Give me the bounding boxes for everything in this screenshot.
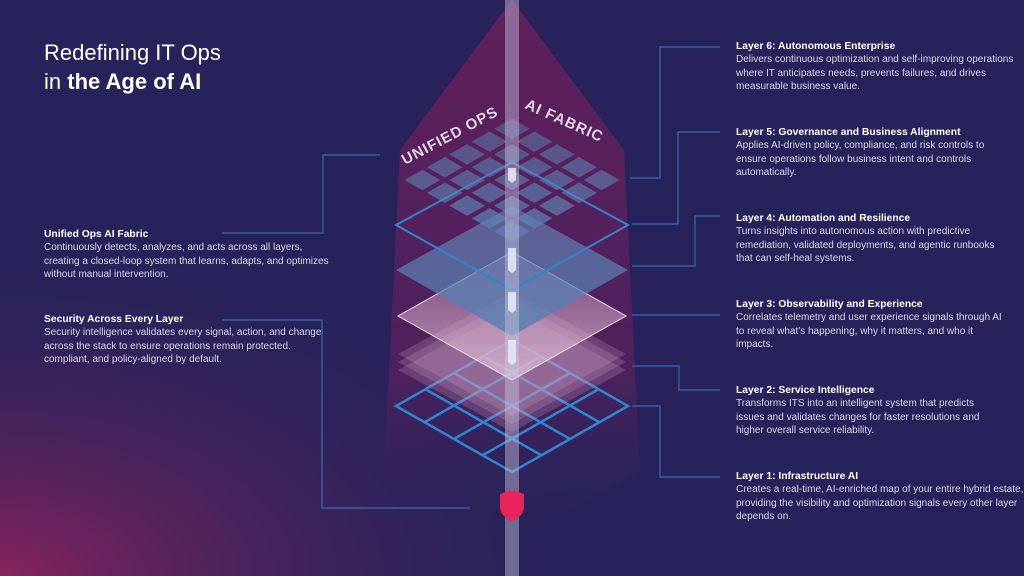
layer-6-tile xyxy=(516,182,553,204)
layer-1-block: Layer 1: Infrastructure AI Creates a real… xyxy=(736,470,1024,524)
layer-6-tile xyxy=(583,169,620,191)
layer-title: Layer 2: Service Intelligence xyxy=(736,385,875,396)
layer-title: Layer 6: Autonomous Enterprise xyxy=(736,41,896,52)
layer-6-tile xyxy=(404,169,441,191)
layer-6-tile xyxy=(494,118,530,140)
block-body: Continuously detects, analyzes, and acts… xyxy=(44,242,329,281)
layer-6-tile xyxy=(426,182,463,204)
layer-6-tile xyxy=(538,144,575,165)
layer-6-tile xyxy=(494,220,530,242)
title-line-1: Redefining IT Ops xyxy=(44,40,221,65)
layer-title: Layer 5: Governance and Business Alignme… xyxy=(736,127,961,138)
layer-body: Applies AI-driven policy, compliance, an… xyxy=(736,140,985,179)
layer-title: Layer 4: Automation and Resilience xyxy=(736,213,911,224)
layer-6-tile xyxy=(494,195,530,216)
layer-6-tile xyxy=(471,131,508,152)
layer-6-tile xyxy=(471,156,508,178)
layer-6-tile xyxy=(561,182,598,204)
layer-6-tile xyxy=(538,195,575,216)
shield-icon xyxy=(500,490,524,521)
connector-lines xyxy=(222,46,720,509)
layer-6-tile xyxy=(449,144,486,165)
layer-5-block: Layer 5: Governance and Business Alignme… xyxy=(736,126,1006,180)
ai-beam xyxy=(505,0,519,576)
layer-title: Layer 1: Infrastructure AI xyxy=(736,471,859,482)
layer-6-tile xyxy=(471,208,508,229)
layer-5-outline xyxy=(393,160,631,292)
layer-body: Turns insights into autonomous action wi… xyxy=(736,226,995,265)
layer-6-tile xyxy=(426,156,463,178)
layer-6-tile xyxy=(516,156,553,178)
layer-body: Transforms ITS into an intelligent syste… xyxy=(736,398,980,437)
block-title: Security Across Every Layer xyxy=(44,314,184,325)
layer-body: Correlates telemetry and user experience… xyxy=(736,312,1002,351)
layer-6-tile xyxy=(449,195,486,216)
layer-6-tile xyxy=(471,182,508,204)
title-line-2: in the Age of AI xyxy=(44,67,221,96)
layer-6-tile-grid xyxy=(404,118,620,242)
layer-body: Delivers continuous optimization and sel… xyxy=(736,54,1014,93)
layer-title: Layer 3: Observability and Experience xyxy=(736,299,923,310)
block-title: Unified Ops AI Fabric xyxy=(44,229,149,240)
layer-6-tile xyxy=(516,208,553,229)
title-prefix: in xyxy=(44,69,68,94)
beam-arrows xyxy=(508,168,516,365)
page-title: Redefining IT Ops in the Age of AI xyxy=(44,38,221,96)
layer-6-tile xyxy=(449,169,486,191)
layer-6-tile xyxy=(516,131,553,152)
layer-body: Creates a real-time, AI-enriched map of … xyxy=(736,484,1024,523)
layer-6-tile xyxy=(538,169,575,191)
layer-6-tile xyxy=(561,156,598,178)
layer-6-tile xyxy=(494,144,530,165)
title-bold: the Age of AI xyxy=(67,69,202,94)
block-body: Security intelligence validates every si… xyxy=(44,327,322,366)
